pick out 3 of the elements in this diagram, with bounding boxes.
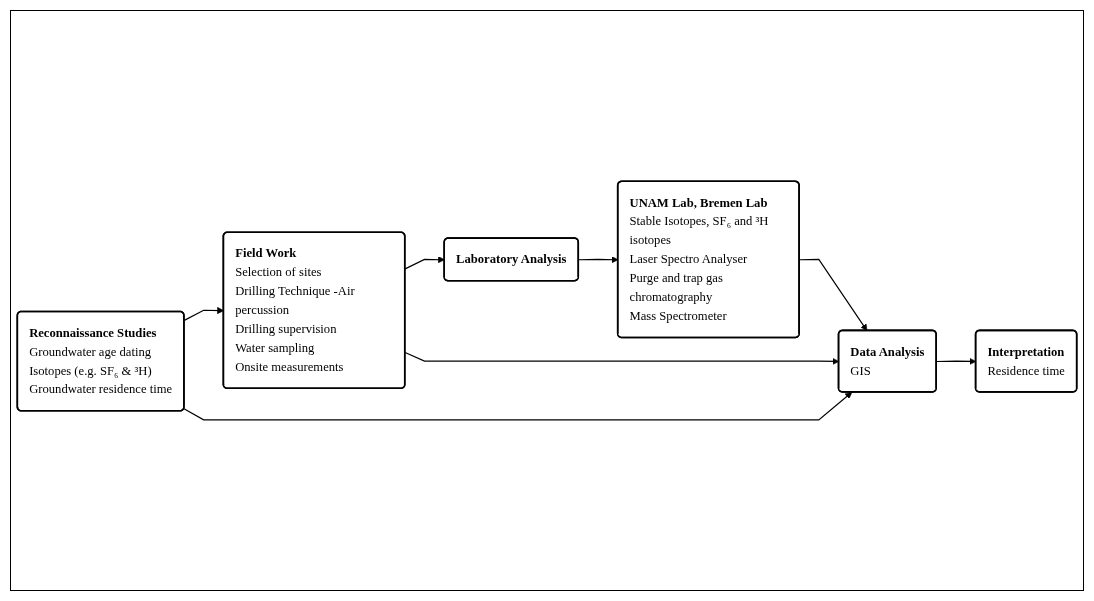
arrow bbox=[183, 391, 853, 421]
arrow bbox=[404, 256, 445, 270]
diagram-frame: Reconnaissance Studies Groundwater age dating Isotopes (e.g. SF₆ & ³H) Groundwater residence time Field Work Selection of sites Drilling Technique -Air percussion Drilling supervision Water sampling Onsite measurements Laboratory Analysis UNAM Lab, Bremen Lab Stable Isotopes, SF₆ and ³H isotopes Laser Spectro Analyser Purge and trap gas chromatography Mass Spectrometer Interpretation Residence time Data Analysis GIS bbox=[10, 10, 1084, 591]
